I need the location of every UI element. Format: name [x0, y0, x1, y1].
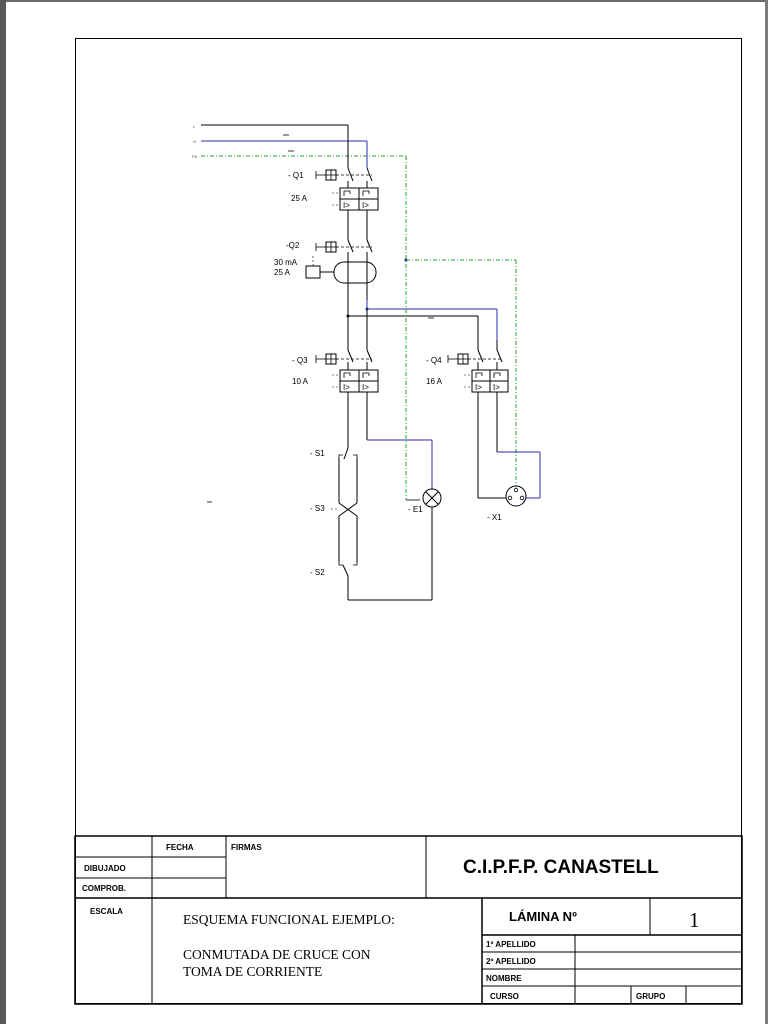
q1-rating: 25 A [291, 194, 308, 203]
line-label-pe: PE [192, 154, 198, 159]
row-dibujado: DIBUJADO [84, 864, 126, 873]
q4-trip-b: I> [493, 383, 500, 392]
q3-trip-a: I> [343, 383, 350, 392]
field-apellido2: 2º APELLIDO [486, 957, 536, 966]
breaker-q1: - Q1 25 A I> I> [288, 160, 379, 240]
description-line1: ESQUEMA FUNCIONAL EJEMPLO: [183, 912, 395, 927]
field-apellido1: 1º APELLIDO [486, 940, 536, 949]
q3-trip-b: I> [362, 383, 369, 392]
line-label-n: N [193, 139, 196, 144]
q2-tag: -Q2 [286, 241, 300, 250]
q4-rating: 16 A [426, 377, 443, 386]
q2-rating: 25 A [274, 268, 291, 277]
field-grupo: GRUPO [636, 992, 665, 1001]
window-edge-right [765, 0, 768, 1024]
field-curso: CURSO [490, 992, 519, 1001]
earth-paths [404, 156, 517, 501]
description-line3: TOMA DE CORRIENTE [183, 964, 322, 979]
lamina-number: 1 [689, 908, 700, 932]
q3-tag: - Q3 [292, 356, 308, 365]
e1-tag: - E1 [408, 505, 423, 514]
distribution-bus [346, 300, 498, 350]
lamp-e1: - E1 [408, 488, 442, 514]
row-escala: ESCALA [90, 907, 123, 916]
school-name: C.I.P.F.P. CANASTELL [463, 857, 659, 878]
lamina-label: LÁMINA Nº [509, 909, 577, 924]
socket-x1: - X1 [487, 485, 527, 522]
q3-rating: 10 A [292, 377, 309, 386]
line-label-l: L [193, 124, 196, 129]
switch-chain: - S1 - S3 - S2 [310, 447, 433, 601]
q2-sensitivity: 30 mA [274, 258, 298, 267]
s2-tag: - S2 [310, 568, 325, 577]
x1-tag: - X1 [487, 513, 502, 522]
q1-trip-b: I> [362, 201, 369, 210]
s3-tag: - S3 [310, 504, 325, 513]
field-nombre: NOMBRE [486, 974, 522, 983]
q1-trip-a: I> [343, 201, 350, 210]
breaker-q3: - Q3 10 A I> I> [292, 349, 433, 489]
q1-tag: - Q1 [288, 171, 304, 180]
s1-tag: - S1 [310, 449, 325, 458]
header-firmas: FIRMAS [231, 843, 262, 852]
q4-tag: - Q4 [426, 356, 442, 365]
description-line2: CONMUTADA DE CRUCE CON [183, 947, 371, 962]
header-fecha: FECHA [166, 843, 194, 852]
title-block: FECHA FIRMAS DIBUJADO COMPROB. ESCALA C.… [74, 835, 743, 1005]
q4-trip-a: I> [475, 383, 482, 392]
breaker-q4: - Q4 16 A I> I> [426, 340, 541, 499]
window-edge-top [0, 0, 768, 2]
supply-lines: L N PE [192, 124, 406, 160]
rcd-q2: -Q2 30 mA 25 A [274, 239, 377, 300]
window-edge-left [0, 0, 6, 1024]
row-comprob: COMPROB. [82, 884, 126, 893]
